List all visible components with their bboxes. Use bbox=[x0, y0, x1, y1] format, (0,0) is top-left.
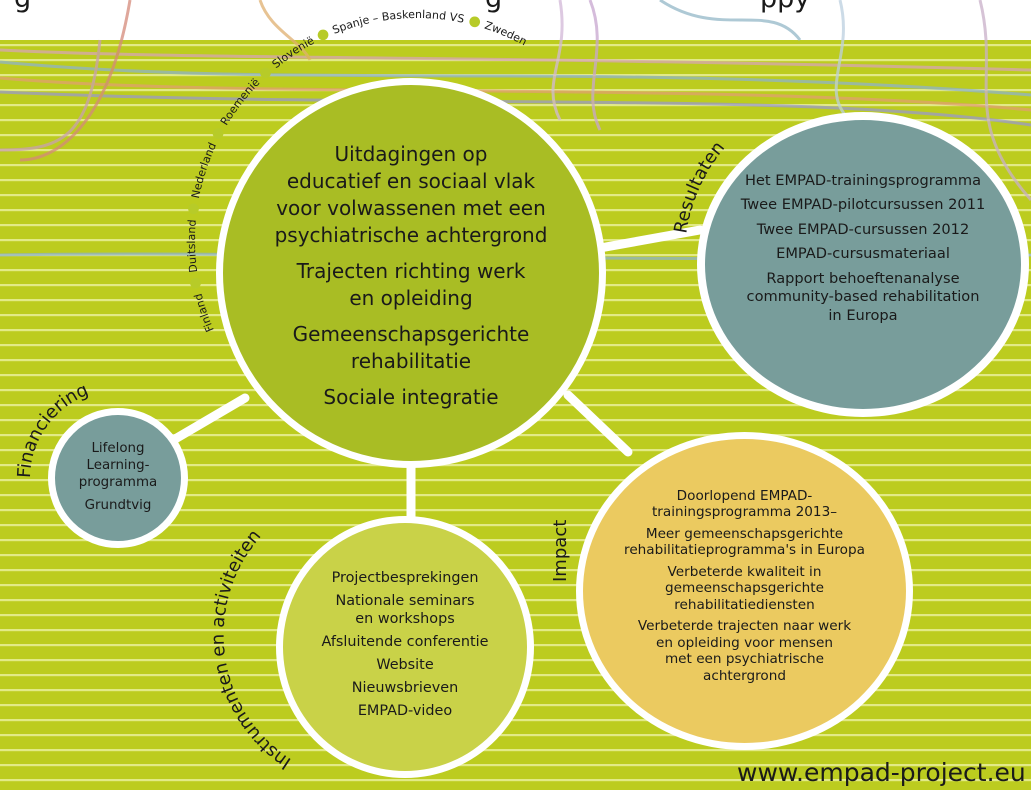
circle-text-line: Grundtvig bbox=[84, 498, 152, 513]
circle-text-line: educatief en sociaal vlak bbox=[286, 169, 536, 193]
circle-text-line: Meer gemeenschapsgerichte bbox=[645, 525, 844, 542]
top-cut-text-left: g bbox=[14, 0, 31, 14]
circle-text-line: en workshops bbox=[355, 610, 455, 627]
impact-circle: Doorlopend EMPAD-trainingsprogramma 2013… bbox=[576, 432, 913, 750]
circle-text-line: Uitdagingen op bbox=[334, 142, 488, 166]
connector-lines bbox=[165, 225, 705, 527]
background-stripe bbox=[0, 749, 1031, 752]
footer-url[interactable]: www.empad-project.eu bbox=[737, 758, 1026, 787]
circle-text-line: Rapport behoeftenanalyse bbox=[766, 269, 960, 287]
circle-text-line: Nieuwsbrieven bbox=[351, 679, 459, 696]
group-gap bbox=[275, 375, 548, 384]
circle-text-line: Twee EMPAD-cursussen 2012 bbox=[756, 220, 970, 238]
background-stripe bbox=[0, 779, 1031, 782]
circle-text-line: Verbeterde trajecten naar werk bbox=[637, 618, 852, 635]
circle-text-line: achtergrond bbox=[703, 667, 786, 684]
main-circle-content: Uitdagingen op educatief en sociaal vlak v… bbox=[275, 141, 548, 411]
group-gap bbox=[275, 312, 548, 321]
circle-text-line: Gemeenschapsgerichte bbox=[292, 322, 530, 346]
circle-text-line: trainingsprogramma 2013– bbox=[651, 504, 838, 521]
background-stripe bbox=[0, 569, 1031, 572]
circle-text-line: psychiatrische achtergrond bbox=[274, 223, 548, 247]
main-circle: Uitdagingen op educatief en sociaal vlak v… bbox=[216, 78, 606, 468]
circle-text-line: Lifelong bbox=[91, 441, 145, 456]
circle-text-line: EMPAD-video bbox=[357, 702, 453, 719]
background-stripe bbox=[0, 734, 1031, 737]
background-stripe bbox=[0, 494, 1031, 497]
circle-text-line: programma bbox=[78, 475, 158, 490]
circle-text-line: met een psychiatrische bbox=[664, 651, 825, 668]
circle-text-line: Nationale seminars bbox=[335, 592, 475, 609]
background-stripe bbox=[0, 464, 1031, 467]
circle-text-line: Afsluitende conferentie bbox=[321, 633, 489, 650]
top-cut-text-right: ppy bbox=[760, 0, 810, 14]
circle-text-line: en opleiding bbox=[349, 286, 473, 310]
circle-text-line: community-based rehabilitation bbox=[746, 288, 980, 306]
background-stripe bbox=[0, 479, 1031, 482]
background-stripe bbox=[0, 509, 1031, 512]
circle-text-line: Trajecten richting werk bbox=[296, 259, 526, 283]
top-white-band bbox=[0, 0, 1031, 40]
circle-text-line: Twee EMPAD-pilotcursussen 2011 bbox=[740, 196, 986, 214]
impact-circle-content: Doorlopend EMPAD-trainingsprogramma 2013… bbox=[624, 488, 865, 685]
background-stripe bbox=[0, 539, 1031, 542]
circle-text-line: rehabilitatieprogramma's in Europa bbox=[624, 542, 865, 559]
circle-text-line: Website bbox=[376, 656, 434, 673]
circle-text-line: EMPAD-cursusmateriaal bbox=[776, 245, 950, 263]
background-stripe bbox=[0, 524, 1031, 527]
circle-text-line: gemeenschapsgerichte bbox=[665, 580, 824, 597]
circle-text-line: Verbeterde kwaliteit in bbox=[667, 563, 822, 580]
circle-text-line: Learning- bbox=[86, 458, 150, 473]
circle-text-line: in Europa bbox=[828, 306, 898, 324]
circle-text-line: en opleiding voor mensen bbox=[655, 634, 833, 651]
background-stripe bbox=[0, 104, 1031, 107]
circle-text-line: Projectbesprekingen bbox=[331, 569, 479, 586]
top-cut-text-mid: g bbox=[485, 0, 502, 14]
background-stripe bbox=[0, 554, 1031, 557]
circle-text-line: Sociale integratie bbox=[323, 385, 499, 409]
background-stripe bbox=[0, 719, 1031, 722]
background-stripe bbox=[0, 44, 1031, 47]
background-stripe bbox=[0, 764, 1031, 767]
circle-text-line: Doorlopend EMPAD- bbox=[676, 487, 813, 504]
group-gap bbox=[275, 249, 548, 258]
circle-text-line: rehabilitatie bbox=[350, 349, 472, 373]
circle-text-line: rehabilitatiediensten bbox=[674, 596, 815, 613]
background-stripe bbox=[0, 449, 1031, 452]
circle-text-line: Het EMPAD-trainingsprogramma bbox=[744, 171, 982, 189]
circle-text-line: voor volwassenen met een bbox=[276, 196, 546, 220]
